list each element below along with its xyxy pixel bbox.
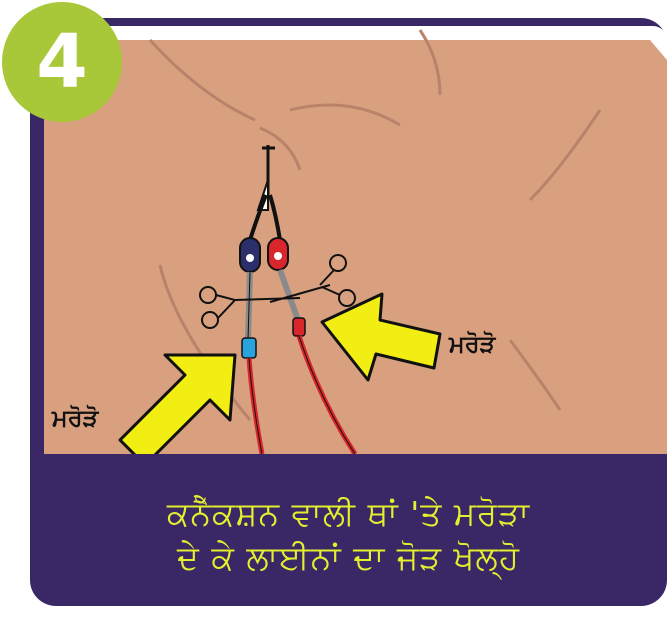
twist-label-right: ਮਰੋੜੋ — [449, 330, 495, 358]
illustration-panel — [44, 26, 667, 454]
caption: ਕਨੈੱਕਸ਼ਨ ਵਾਲੀ ਥਾਂ 'ਤੇ ਮਰੋੜਾ ਦੇ ਕੇ ਲਾਈਨਾਂ… — [30, 466, 667, 606]
step-number: 4 — [0, 0, 124, 124]
torso-illustration — [44, 40, 667, 454]
caption-line-1: ਕਨੈੱਕਸ਼ਨ ਵਾਲੀ ਥਾਂ 'ਤੇ ਮਰੋੜਾ — [167, 492, 530, 536]
step-badge: 4 — [0, 0, 124, 124]
twist-label-left: ਮਰੋੜੋ — [52, 404, 98, 432]
caption-line-2: ਦੇ ਕੇ ਲਾਈਨਾਂ ਦਾ ਜੋੜ ਖੋਲ੍ਹੋ — [177, 536, 520, 580]
